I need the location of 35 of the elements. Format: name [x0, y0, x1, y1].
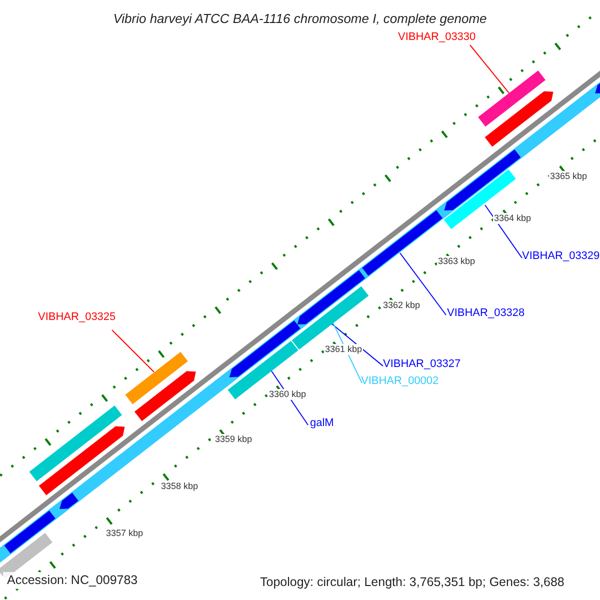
gene-feature — [125, 352, 188, 404]
leader-line — [332, 324, 384, 366]
gene-feature — [297, 270, 366, 324]
gene-feature — [484, 91, 554, 147]
gene-feature — [134, 371, 196, 422]
scale-label: 3358 kbp — [160, 481, 200, 492]
leader-line — [484, 204, 522, 258]
leader-line — [400, 252, 446, 316]
gene-label: VIBHAR_03329 — [522, 251, 600, 262]
scale-label: 3362 kbp — [382, 300, 422, 311]
scale-label: 3361 kbp — [324, 344, 364, 355]
footer-text: Topology: circular; Length: 3,765,351 bp; Genes: 3,688 — [260, 576, 564, 588]
gene-feature — [60, 492, 78, 510]
gene-feature — [444, 169, 516, 230]
gene-label: VIBHAR_03328 — [447, 308, 525, 319]
gene-feature — [444, 150, 521, 210]
gene-feature — [29, 406, 122, 482]
scale-label: 3360 kbp — [268, 389, 308, 400]
gene-feature — [478, 70, 546, 127]
gene-label: VIBHAR_03327 — [383, 359, 461, 370]
gene-feature — [229, 320, 300, 378]
leader-line — [112, 330, 154, 372]
scale-label: 3363 kbp — [437, 256, 476, 267]
scale-label: 3365 kbp — [549, 171, 588, 182]
gene-label: VIBHAR_03325 — [38, 312, 116, 323]
gene-feature — [4, 510, 56, 554]
scale-label: 3359 kbp — [214, 434, 254, 445]
scale-label: 3357 kbp — [105, 528, 144, 539]
title: Vibrio harveyi ATCC BAA-1116 chromosome I, complete genome — [112, 12, 488, 25]
leader-line — [470, 44, 510, 94]
gene-feature — [38, 426, 125, 496]
scale-label: 3364 kbp — [493, 213, 532, 224]
gene-label: VIBHAR_00002 — [361, 376, 439, 387]
gene-label: galM — [310, 418, 334, 429]
gene-label: VIBHAR_03330 — [398, 32, 476, 43]
